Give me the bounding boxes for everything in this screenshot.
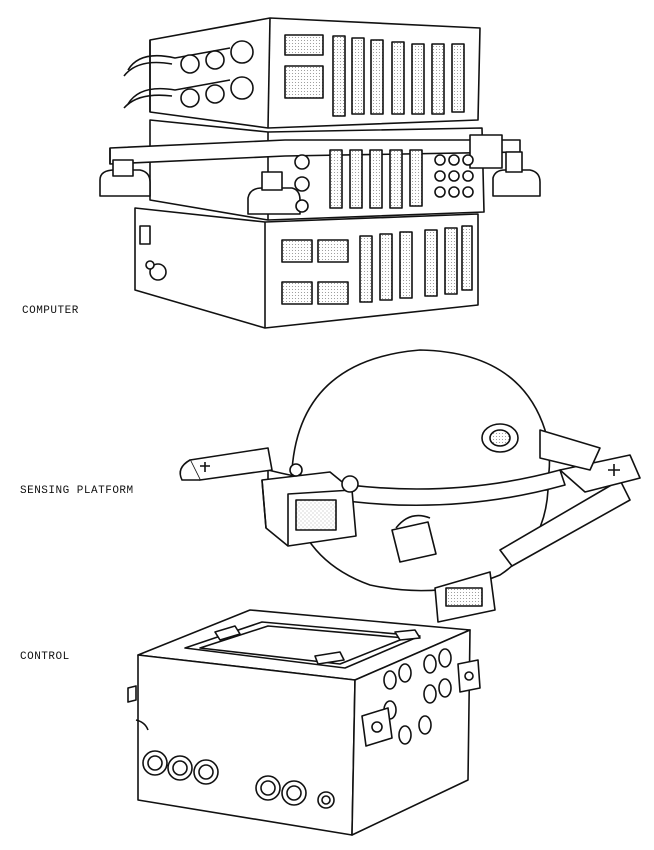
label-control: CONTROL: [20, 651, 70, 663]
control-drawing: [128, 610, 480, 835]
label-sensing-platform: SENSING PLATFORM: [20, 485, 134, 497]
computer-drawing: [100, 18, 540, 328]
label-computer: COMPUTER: [22, 305, 79, 317]
sensing-platform-drawing: [180, 350, 640, 622]
